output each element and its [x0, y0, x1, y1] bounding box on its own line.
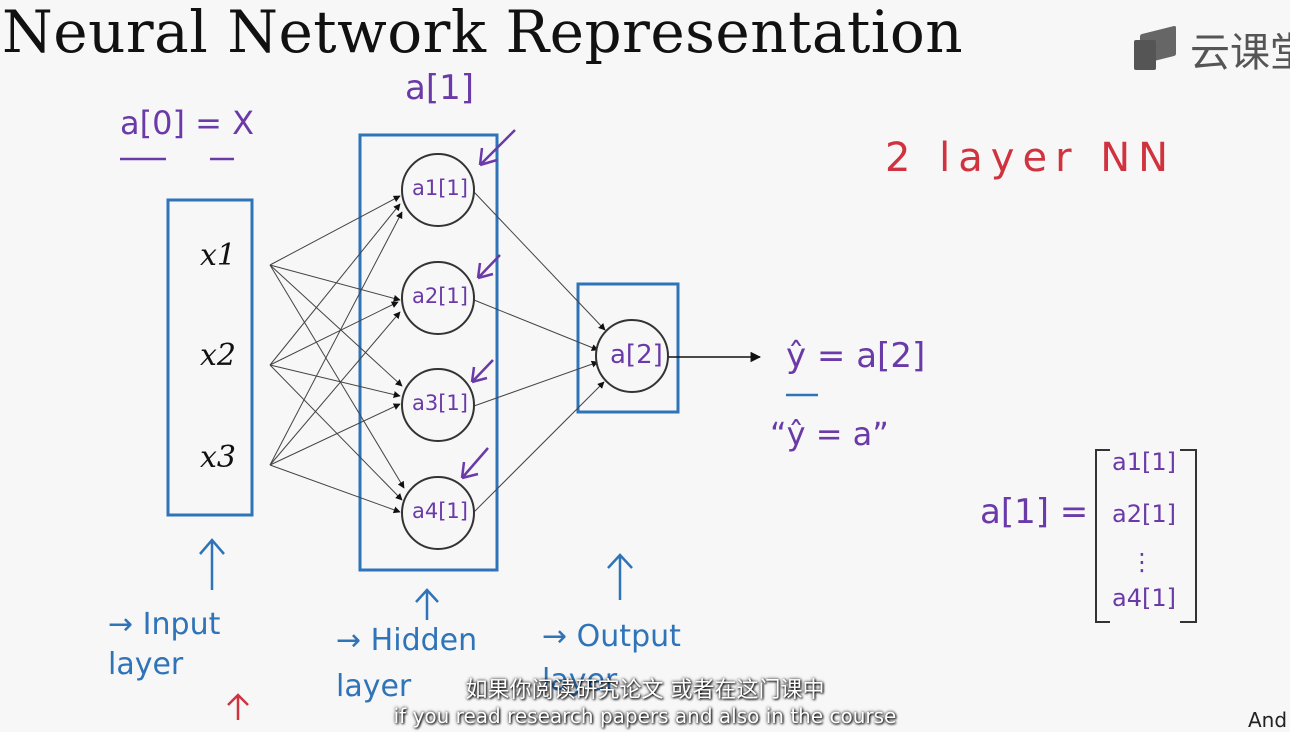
hidden-node-1: [401, 153, 475, 227]
output-layer-box: [576, 282, 680, 414]
output-layer-label: → Output layer: [542, 619, 681, 698]
hidden-node-1-label: a1[1]: [412, 176, 468, 200]
input-x1: x1: [200, 238, 237, 273]
a0-equals-x: a[0] = X: [120, 104, 255, 142]
logo: 云课堂: [1134, 20, 1290, 78]
two-layer-nn-label: 2 layer NN: [885, 135, 1177, 181]
yhat-equation: ŷ = a[2]: [786, 336, 926, 376]
purple-pointer-arrows: [460, 129, 516, 480]
hidden-node-4: [401, 476, 475, 550]
hidden-node-4-label: a4[1]: [412, 499, 468, 523]
yhat-alt-equation: “ŷ = a”: [770, 415, 889, 453]
vector-entry-2: a2[1]: [1112, 500, 1176, 528]
hidden-output-edges: [473, 191, 606, 513]
hidden-layer-activation-label: a[1]: [405, 68, 474, 108]
output-node-label: a[2]: [610, 340, 663, 370]
hidden-node-3-label: a3[1]: [412, 391, 468, 415]
vector-entry-4: a4[1]: [1112, 584, 1176, 612]
hidden-layer-label: → Hidden layer: [336, 623, 478, 704]
input-x2: x2: [200, 338, 237, 373]
vector-entry-ellipsis: ⋮: [1130, 548, 1154, 576]
hidden-node-2-label: a2[1]: [412, 284, 468, 308]
hidden-layer-box: [358, 133, 499, 572]
subtitle-chinese: 如果你阅读研究论文 或者在这门课中: [465, 678, 825, 703]
input-layer-box: [166, 198, 254, 517]
logo-text: 云课堂: [1190, 30, 1290, 76]
input-hidden-edges: [269, 195, 405, 514]
layer-up-arrows: [199, 538, 633, 620]
hidden-node-3: [401, 368, 475, 442]
vector-entry-1: a1[1]: [1112, 448, 1176, 476]
output-node: [595, 319, 669, 393]
corner-text: And: [1248, 708, 1288, 732]
a1-vector-lhs: a[1] =: [980, 492, 1089, 532]
hidden-node-2: [401, 261, 475, 335]
vector-brackets: [1095, 449, 1197, 623]
input-x3: x3: [200, 440, 237, 475]
input-layer-label: → Input layer: [108, 607, 221, 682]
slide-title: Neural Network Representation: [2, 0, 964, 66]
book-logo-icon: [1134, 25, 1180, 72]
subtitle-english: if you read research papers and also in …: [393, 704, 897, 728]
